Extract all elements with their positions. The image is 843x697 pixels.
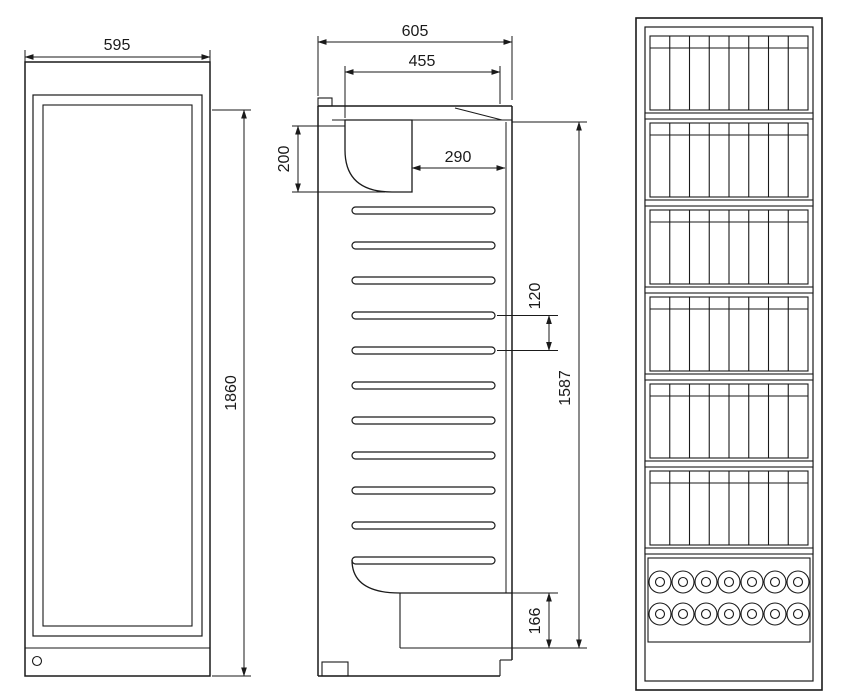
side-view-dimensions bbox=[292, 36, 587, 649]
bottle-end bbox=[763, 602, 787, 626]
shelf-slat bbox=[351, 556, 496, 565]
rear-foot bbox=[321, 661, 349, 677]
shelf-slat bbox=[351, 206, 496, 215]
dim-label-depth-clear: 290 bbox=[445, 149, 472, 166]
bottle-end bbox=[671, 602, 695, 626]
dim-label-front-width: 595 bbox=[104, 37, 131, 54]
bottle-grid-section bbox=[649, 35, 809, 111]
shelf-slat bbox=[351, 241, 496, 250]
shelf-bar bbox=[644, 112, 814, 120]
horizontal-bottle-rack bbox=[647, 557, 811, 643]
dim-label-interior-height: 1587 bbox=[557, 370, 574, 406]
shelf-slat bbox=[351, 346, 496, 355]
bottle-end bbox=[786, 602, 810, 626]
shelf-slat bbox=[351, 451, 496, 460]
shelf-bar bbox=[644, 373, 814, 381]
shelf-slats bbox=[351, 206, 496, 565]
bottle-grid-section bbox=[649, 470, 809, 546]
dim-label-front-height: 1860 bbox=[223, 375, 240, 411]
loaded-front-view bbox=[635, 17, 823, 691]
bottle-end bbox=[786, 570, 810, 594]
shelf-bar bbox=[644, 286, 814, 294]
bottle-end bbox=[694, 570, 718, 594]
bottle-end bbox=[717, 570, 741, 594]
bottle-end bbox=[694, 602, 718, 626]
bottle-grid-section bbox=[649, 383, 809, 459]
compartment-cover bbox=[351, 559, 512, 594]
dim-label-shelf-spacing: 120 bbox=[527, 283, 544, 310]
bottle-grid-section bbox=[649, 209, 809, 285]
dim-label-top-height: 200 bbox=[276, 146, 293, 173]
bottle-end bbox=[717, 602, 741, 626]
shelf-slat bbox=[351, 381, 496, 390]
glass-door-panel bbox=[42, 104, 193, 627]
front-view-dimensions bbox=[24, 50, 251, 677]
bottle-grid-section bbox=[649, 296, 809, 372]
door-frame-loaded bbox=[644, 26, 814, 682]
bottle-end bbox=[648, 602, 672, 626]
bottle-end bbox=[740, 570, 764, 594]
bottle-grid-section bbox=[649, 122, 809, 198]
cabinet-outline bbox=[24, 61, 211, 677]
shelf-slat bbox=[351, 416, 496, 425]
shelf-slat bbox=[351, 521, 496, 530]
dim-label-base-height: 166 bbox=[527, 608, 544, 635]
door-frame bbox=[32, 94, 203, 637]
evaporator-cover bbox=[344, 119, 413, 193]
shelf-slat bbox=[351, 276, 496, 285]
shelf-slat bbox=[351, 486, 496, 495]
shelf-bar bbox=[644, 547, 814, 555]
door-top-slant bbox=[454, 107, 503, 121]
shelf-bar bbox=[644, 460, 814, 468]
bottle-end bbox=[671, 570, 695, 594]
dim-label-depth-interior: 455 bbox=[409, 53, 436, 70]
leveling-foot bbox=[31, 655, 43, 667]
shelf-bar bbox=[644, 199, 814, 207]
front-view bbox=[24, 61, 211, 677]
bottle-end bbox=[648, 570, 672, 594]
bottle-end bbox=[740, 602, 764, 626]
top-hinge-block bbox=[317, 97, 333, 107]
dim-label-depth-overall: 605 bbox=[402, 23, 429, 40]
shelf-slat bbox=[351, 311, 496, 320]
side-view bbox=[317, 97, 513, 677]
bottle-end bbox=[763, 570, 787, 594]
cabinet-outline-loaded bbox=[635, 17, 823, 691]
